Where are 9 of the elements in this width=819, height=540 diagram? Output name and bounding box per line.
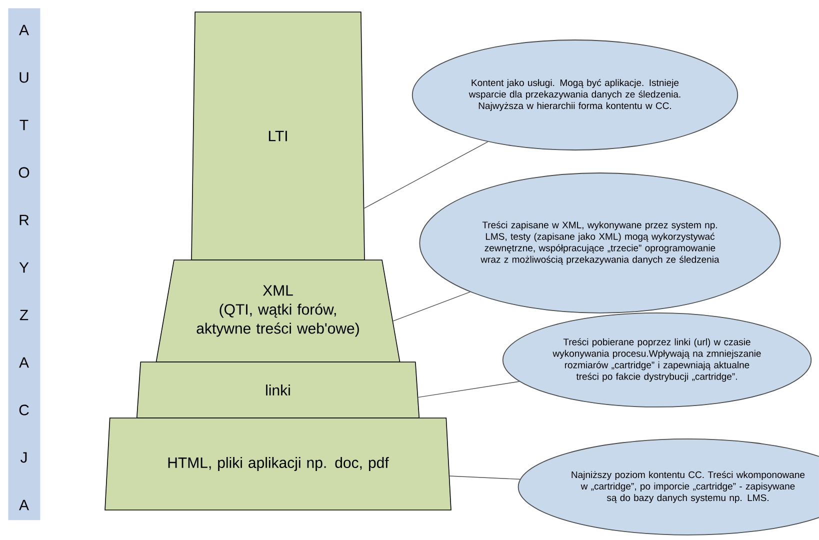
- pyramid-layer: HTML, pliki aplikacji np. doc, pdf: [104, 418, 452, 510]
- pyramid-layer: XML (QTI, wątki forów, aktywne treści web'owe): [156, 260, 400, 362]
- connector-line: [364, 142, 488, 209]
- letter-band: A U T O R Y Z A C J A: [8, 8, 40, 520]
- connector-line: [449, 476, 520, 480]
- connector-line: [418, 381, 520, 398]
- pyramid-layer: LTI: [191, 12, 365, 260]
- connector-line: [392, 292, 470, 322]
- pyramid-layer: linki: [136, 362, 420, 418]
